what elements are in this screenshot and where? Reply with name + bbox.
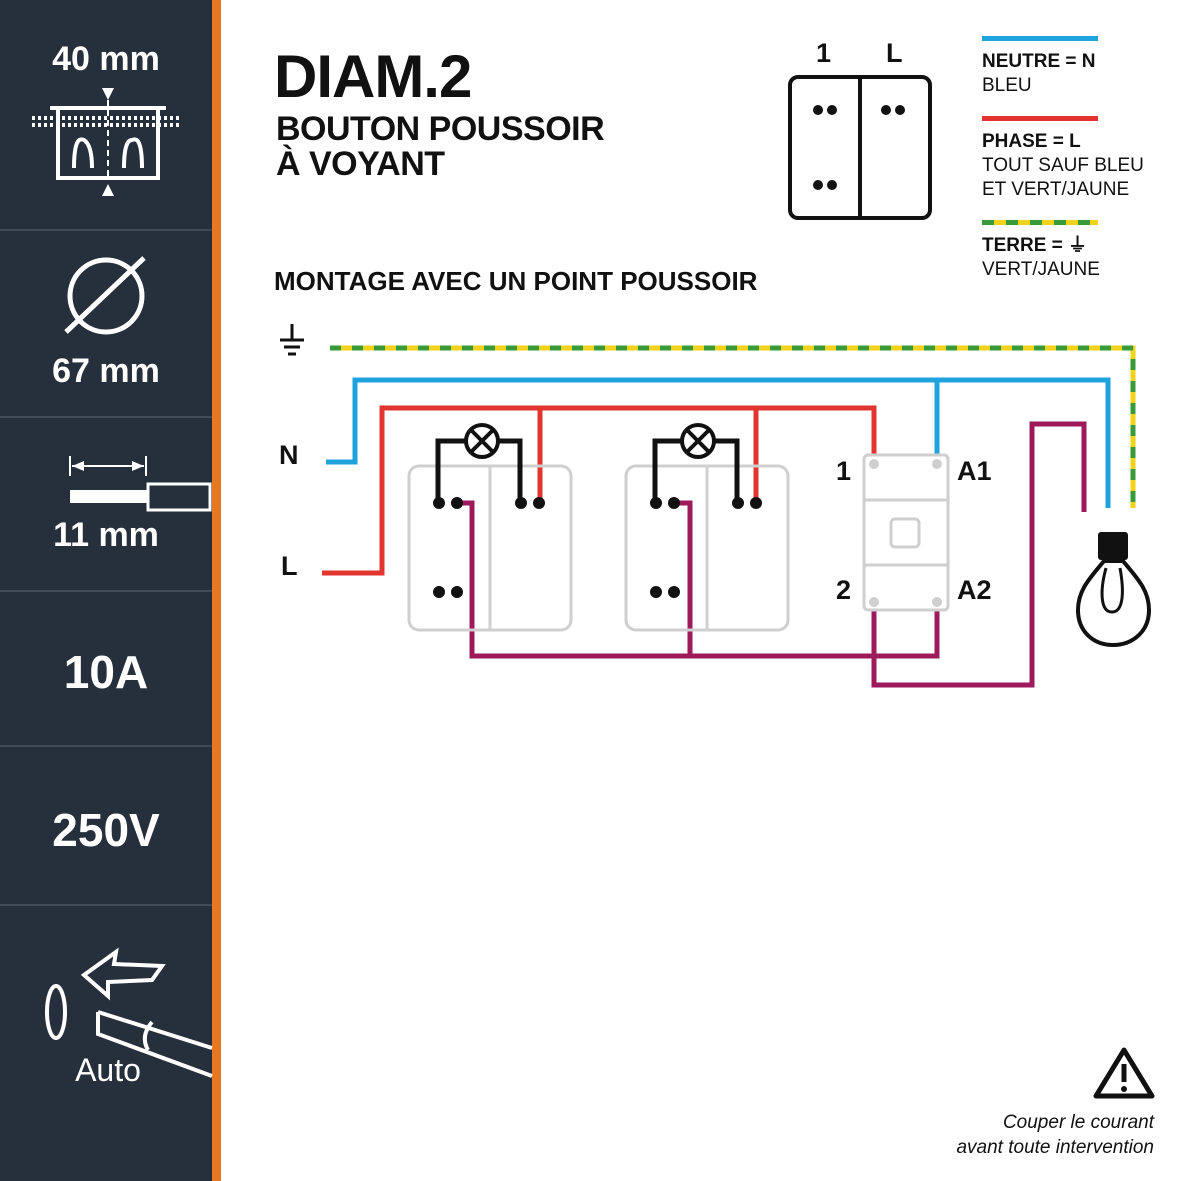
- legend-phase: PHASE = L TOUT SAUF BLEU ET VERT/JAUNE: [982, 130, 1144, 202]
- legend-phase-desc: ET VERT/JAUNE: [982, 179, 1130, 200]
- warning-icon: [1093, 1047, 1155, 1099]
- push-button-front-icon: [788, 75, 932, 220]
- warning-line: avant toute intervention: [956, 1137, 1154, 1158]
- indicator-lamp-icon: [464, 423, 500, 459]
- strip-length-icon: [69, 456, 212, 512]
- subtitle-line: BOUTON POUSSOIR: [276, 110, 605, 148]
- diagram-section-title: MONTAGE AVEC UN POINT POUSSOIR: [274, 266, 758, 296]
- relay-terminal-1: 1: [836, 456, 852, 486]
- warning-line: Couper le courant: [1002, 1112, 1154, 1133]
- voltage-rating: 250V: [52, 804, 160, 856]
- terminal-label-l: L: [886, 38, 903, 68]
- earth-symbol-icon: [280, 324, 304, 356]
- auto-connection-icon: [45, 947, 213, 1078]
- push-button-1: [407, 423, 573, 632]
- legend-earth-desc: VERT/JAUNE: [982, 259, 1100, 280]
- neutral-label: N: [279, 440, 299, 470]
- legend-neutral-title: NEUTRE = N: [982, 51, 1096, 72]
- terminal-label-1: 1: [816, 38, 832, 68]
- legend-phase-title: PHASE = L: [982, 131, 1081, 152]
- light-bulb-icon: [1075, 532, 1152, 648]
- legend-neutral: NEUTRE = N BLEU: [982, 50, 1096, 98]
- legend-earth: TERRE = ⏚ VERT/JAUNE: [982, 234, 1100, 282]
- diameter-icon: [64, 256, 146, 335]
- load-wire: [462, 421, 1087, 688]
- diameter-value: 67 mm: [52, 352, 160, 390]
- neutral-color-swatch: [982, 36, 1098, 41]
- sidebar-divider: [0, 229, 212, 231]
- current-rating: 10A: [63, 646, 149, 698]
- box-depth-value: 40 mm: [52, 40, 160, 78]
- auto-connection-label: Auto: [75, 1052, 141, 1088]
- product-subtitle: BOUTON POUSSOIR À VOYANT: [276, 110, 605, 183]
- phase-wire: [322, 405, 877, 576]
- push-button-2: [624, 423, 790, 632]
- safety-warning: Couper le courant avant toute interventi…: [956, 1110, 1154, 1160]
- subtitle-line: À VOYANT: [276, 145, 445, 183]
- relay-terminal-2: 2: [836, 575, 852, 605]
- product-title: DIAM.2: [274, 43, 472, 110]
- relay-terminal-a1: A1: [957, 456, 992, 486]
- sidebar-divider: [0, 745, 212, 747]
- legend-neutral-desc: BLEU: [982, 75, 1032, 96]
- sidebar-divider: [0, 590, 212, 592]
- earth-wire: [330, 345, 1136, 508]
- indicator-lamp-icon: [680, 423, 716, 459]
- strip-length-value: 11 mm: [53, 516, 159, 554]
- sidebar-divider: [0, 416, 212, 418]
- sidebar-divider: [0, 904, 212, 906]
- neutral-wire: [326, 377, 1111, 508]
- remote-switch-relay: [862, 453, 950, 612]
- phase-label: L: [281, 551, 298, 581]
- relay-terminal-a2: A2: [957, 575, 992, 605]
- legend-phase-desc: TOUT SAUF BLEU: [982, 155, 1144, 176]
- sidebar-accent-stripe: [212, 0, 221, 1181]
- phase-color-swatch: [982, 116, 1098, 121]
- box-depth-icon: [32, 88, 180, 196]
- earth-color-swatch: [982, 220, 1098, 225]
- legend-earth-title: TERRE = ⏚: [982, 235, 1088, 256]
